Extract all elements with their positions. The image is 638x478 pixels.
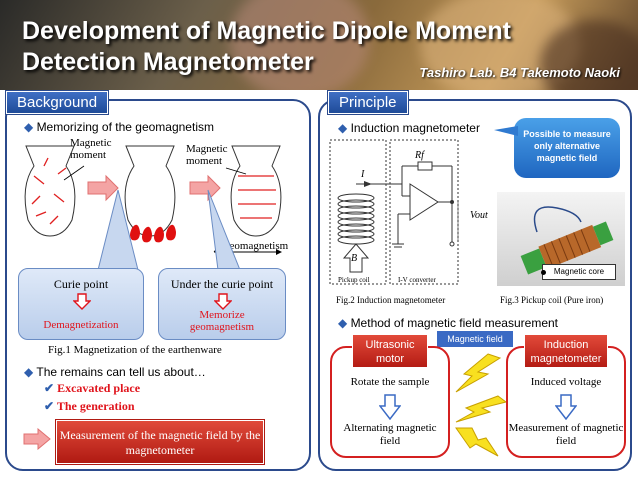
principle-bullet-2: Method of magnetic field measurement (338, 316, 558, 330)
fire-icon (130, 224, 176, 243)
measurement-field-text: Measurement of magnetic field (508, 422, 624, 447)
label-I: I (361, 169, 365, 180)
demagnetization-label: Demagnetization (43, 319, 119, 331)
fig3-caption: Fig.3 Pickup coil (Pure iron) (500, 295, 604, 305)
title-line-1: Development of Magnetic Dipole Moment (22, 17, 511, 45)
coil-illustration (520, 206, 614, 275)
bubble-pointer (494, 126, 518, 136)
principle-bullet-1: Induction magnetometer (338, 121, 480, 135)
lightning-icons (455, 353, 508, 457)
rotate-sample-text: Rotate the sample (350, 376, 430, 388)
background-bullet-2: The remains can tell us about… (24, 365, 205, 379)
callout-pointers (97, 189, 241, 271)
page-title: Development of Magnetic Dipole Moment De… (22, 16, 511, 78)
ultrasonic-motor-head: Ultrasonic motor (352, 334, 428, 368)
header-decoration (540, 20, 638, 90)
lightning-icon (455, 353, 502, 393)
down-arrow-icon (73, 293, 91, 310)
label-Rf: Rf (415, 150, 424, 161)
lightning-icon (455, 427, 499, 457)
author-label: Tashiro Lab. B4 Takemoto Naoki (419, 65, 620, 80)
induced-voltage-text: Induced voltage (530, 376, 602, 388)
check-item: ✔ The generation (44, 399, 135, 413)
title-line-2: Detection Magnetometer (22, 48, 314, 76)
vessel-random (24, 145, 76, 237)
principle-tag: Principle (328, 91, 408, 114)
info-bubble: Possible to measure only alternative mag… (514, 118, 620, 178)
measurement-box: Measurement of the magnetic field by the… (56, 420, 264, 464)
induction-magnetometer-head: Induction magnetometer (524, 334, 608, 368)
lightning-icon (455, 395, 508, 423)
memorize-geomagnetism-label: Memorize geomagnetism (189, 309, 255, 333)
aligned-moment-arrows (238, 175, 276, 219)
arrow-to-cooled (189, 174, 221, 202)
induction-magnetometer-box: Induction magnetometer Induced voltage M… (506, 334, 626, 458)
down-arrow-icon (555, 394, 577, 420)
header-banner: Development of Magnetic Dipole Moment De… (0, 0, 638, 90)
arrow-to-heated (87, 174, 119, 202)
magnetic-field-label: Magnetic field (437, 331, 513, 347)
random-moment-arrows (31, 157, 67, 225)
core-marker (541, 270, 546, 275)
check-excavated-place: Excavated place (57, 381, 141, 395)
curie-point-title: Curie point (53, 277, 109, 291)
geomagnetism-diagram (24, 145, 282, 255)
background-tag: Background (6, 91, 109, 114)
under-curie-title: Under the curie point (170, 277, 274, 291)
callout-under-curie: Under the curie point Memorize geomagnet… (158, 268, 286, 340)
check-generation: The generation (56, 399, 135, 413)
label-magnetic-moment-2: Magnetic moment (186, 143, 228, 167)
b-field-arrow (342, 243, 370, 273)
fig1-caption: Fig.1 Magnetization of the earthenware (48, 344, 222, 356)
label-geomagnetism: geomagnetism (224, 240, 289, 252)
induction-circuit-diagram (329, 139, 459, 285)
vessel-aligned (230, 145, 282, 237)
background-bullet-1: Memorizing of the geomagnetism (24, 120, 214, 134)
magnetic-core-label: Magnetic core (542, 264, 616, 280)
fig2-caption: Fig.2 Induction magnetometer (336, 295, 446, 305)
label-magnetic-moment-1: Magnetic moment (70, 137, 112, 161)
label-iv-converter: I-V converter (398, 276, 436, 284)
down-arrow-icon (214, 293, 232, 310)
down-arrow-icon (379, 394, 401, 420)
label-B: B (351, 253, 358, 264)
label-Vout: Vout (470, 210, 488, 221)
ultrasonic-motor-box: Ultrasonic motor Rotate the sample Alter… (330, 334, 450, 458)
check-item: ✔ Excavated place (44, 381, 141, 395)
right-arrow-icon (23, 428, 51, 450)
callout-curie-point: Curie point Demagnetization (18, 268, 144, 340)
alternating-field-text: Alternating magnetic field (343, 422, 437, 447)
label-pickup-coil: Pickup coil (338, 276, 370, 284)
header-decoration (230, 0, 370, 90)
